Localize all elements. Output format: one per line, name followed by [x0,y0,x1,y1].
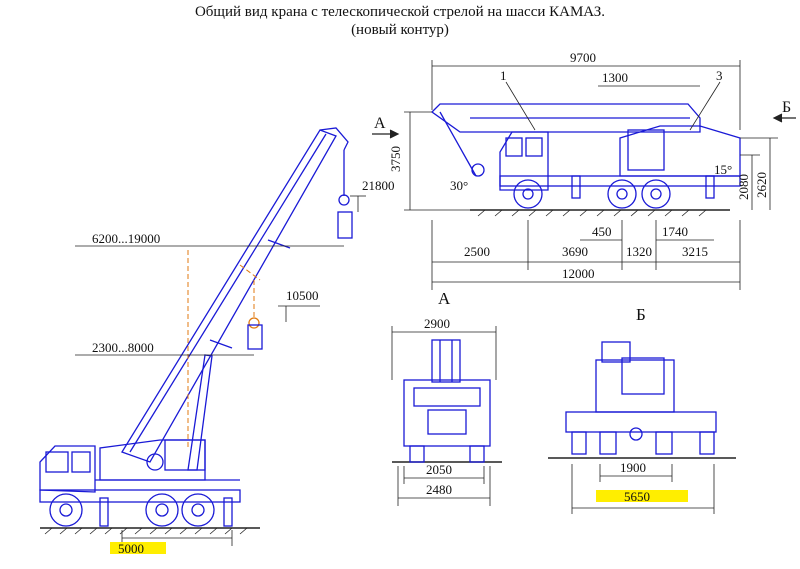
angle-rear: 15° [714,162,732,177]
dim-hook-offset: 1300 [602,70,628,85]
highlight-outrigger-span [596,490,688,502]
view-arrow-a: А [374,115,386,132]
dim-1740: 1740 [662,224,688,239]
highlight-outrigger-base [110,542,166,554]
dim-b-track: 1900 [620,460,646,475]
callout-1: 1 [500,68,507,83]
view-a-front [391,326,502,506]
crane-transport-view [372,60,796,290]
view-arrow-b: Б [782,99,791,116]
dim-rear-overhang: 3215 [682,244,708,259]
dim-overall-length: 12000 [562,266,595,281]
dim-height-b: 2620 [754,172,769,198]
dim-front-overhang: 2500 [464,244,490,259]
view-b-rear [548,341,736,514]
dim-a-width-bottom: 2480 [426,482,452,497]
dim-outrigger-base: 5000 [118,541,144,556]
angle-boom: 30° [450,178,468,193]
view-a-label: А [438,289,451,308]
dim-overall-boom: 9700 [570,50,596,65]
dim-1320: 1320 [626,244,652,259]
page-title: Общий вид крана с телескопической стрело… [194,4,606,20]
dim-reach-max: 6200...19000 [92,231,160,246]
dim-b-outrigger-span: 5650 [624,489,650,504]
dim-a-width-top: 2900 [424,316,450,331]
callout-3: 3 [716,68,723,83]
crane-side-view [39,127,366,546]
dim-height-left: 3750 [388,146,403,172]
dim-a-track: 2050 [426,462,452,477]
dim-height-min: 10500 [286,288,319,303]
dim-height-max: 21800 [362,178,395,193]
view-b-label: Б [636,305,646,324]
dim-height-a: 2080 [736,174,751,200]
page-subtitle: (новый контур) [351,22,449,38]
dim-reach-min: 2300...8000 [92,340,154,355]
dim-450: 450 [592,224,612,239]
dim-wheelbase: 3690 [562,244,588,259]
